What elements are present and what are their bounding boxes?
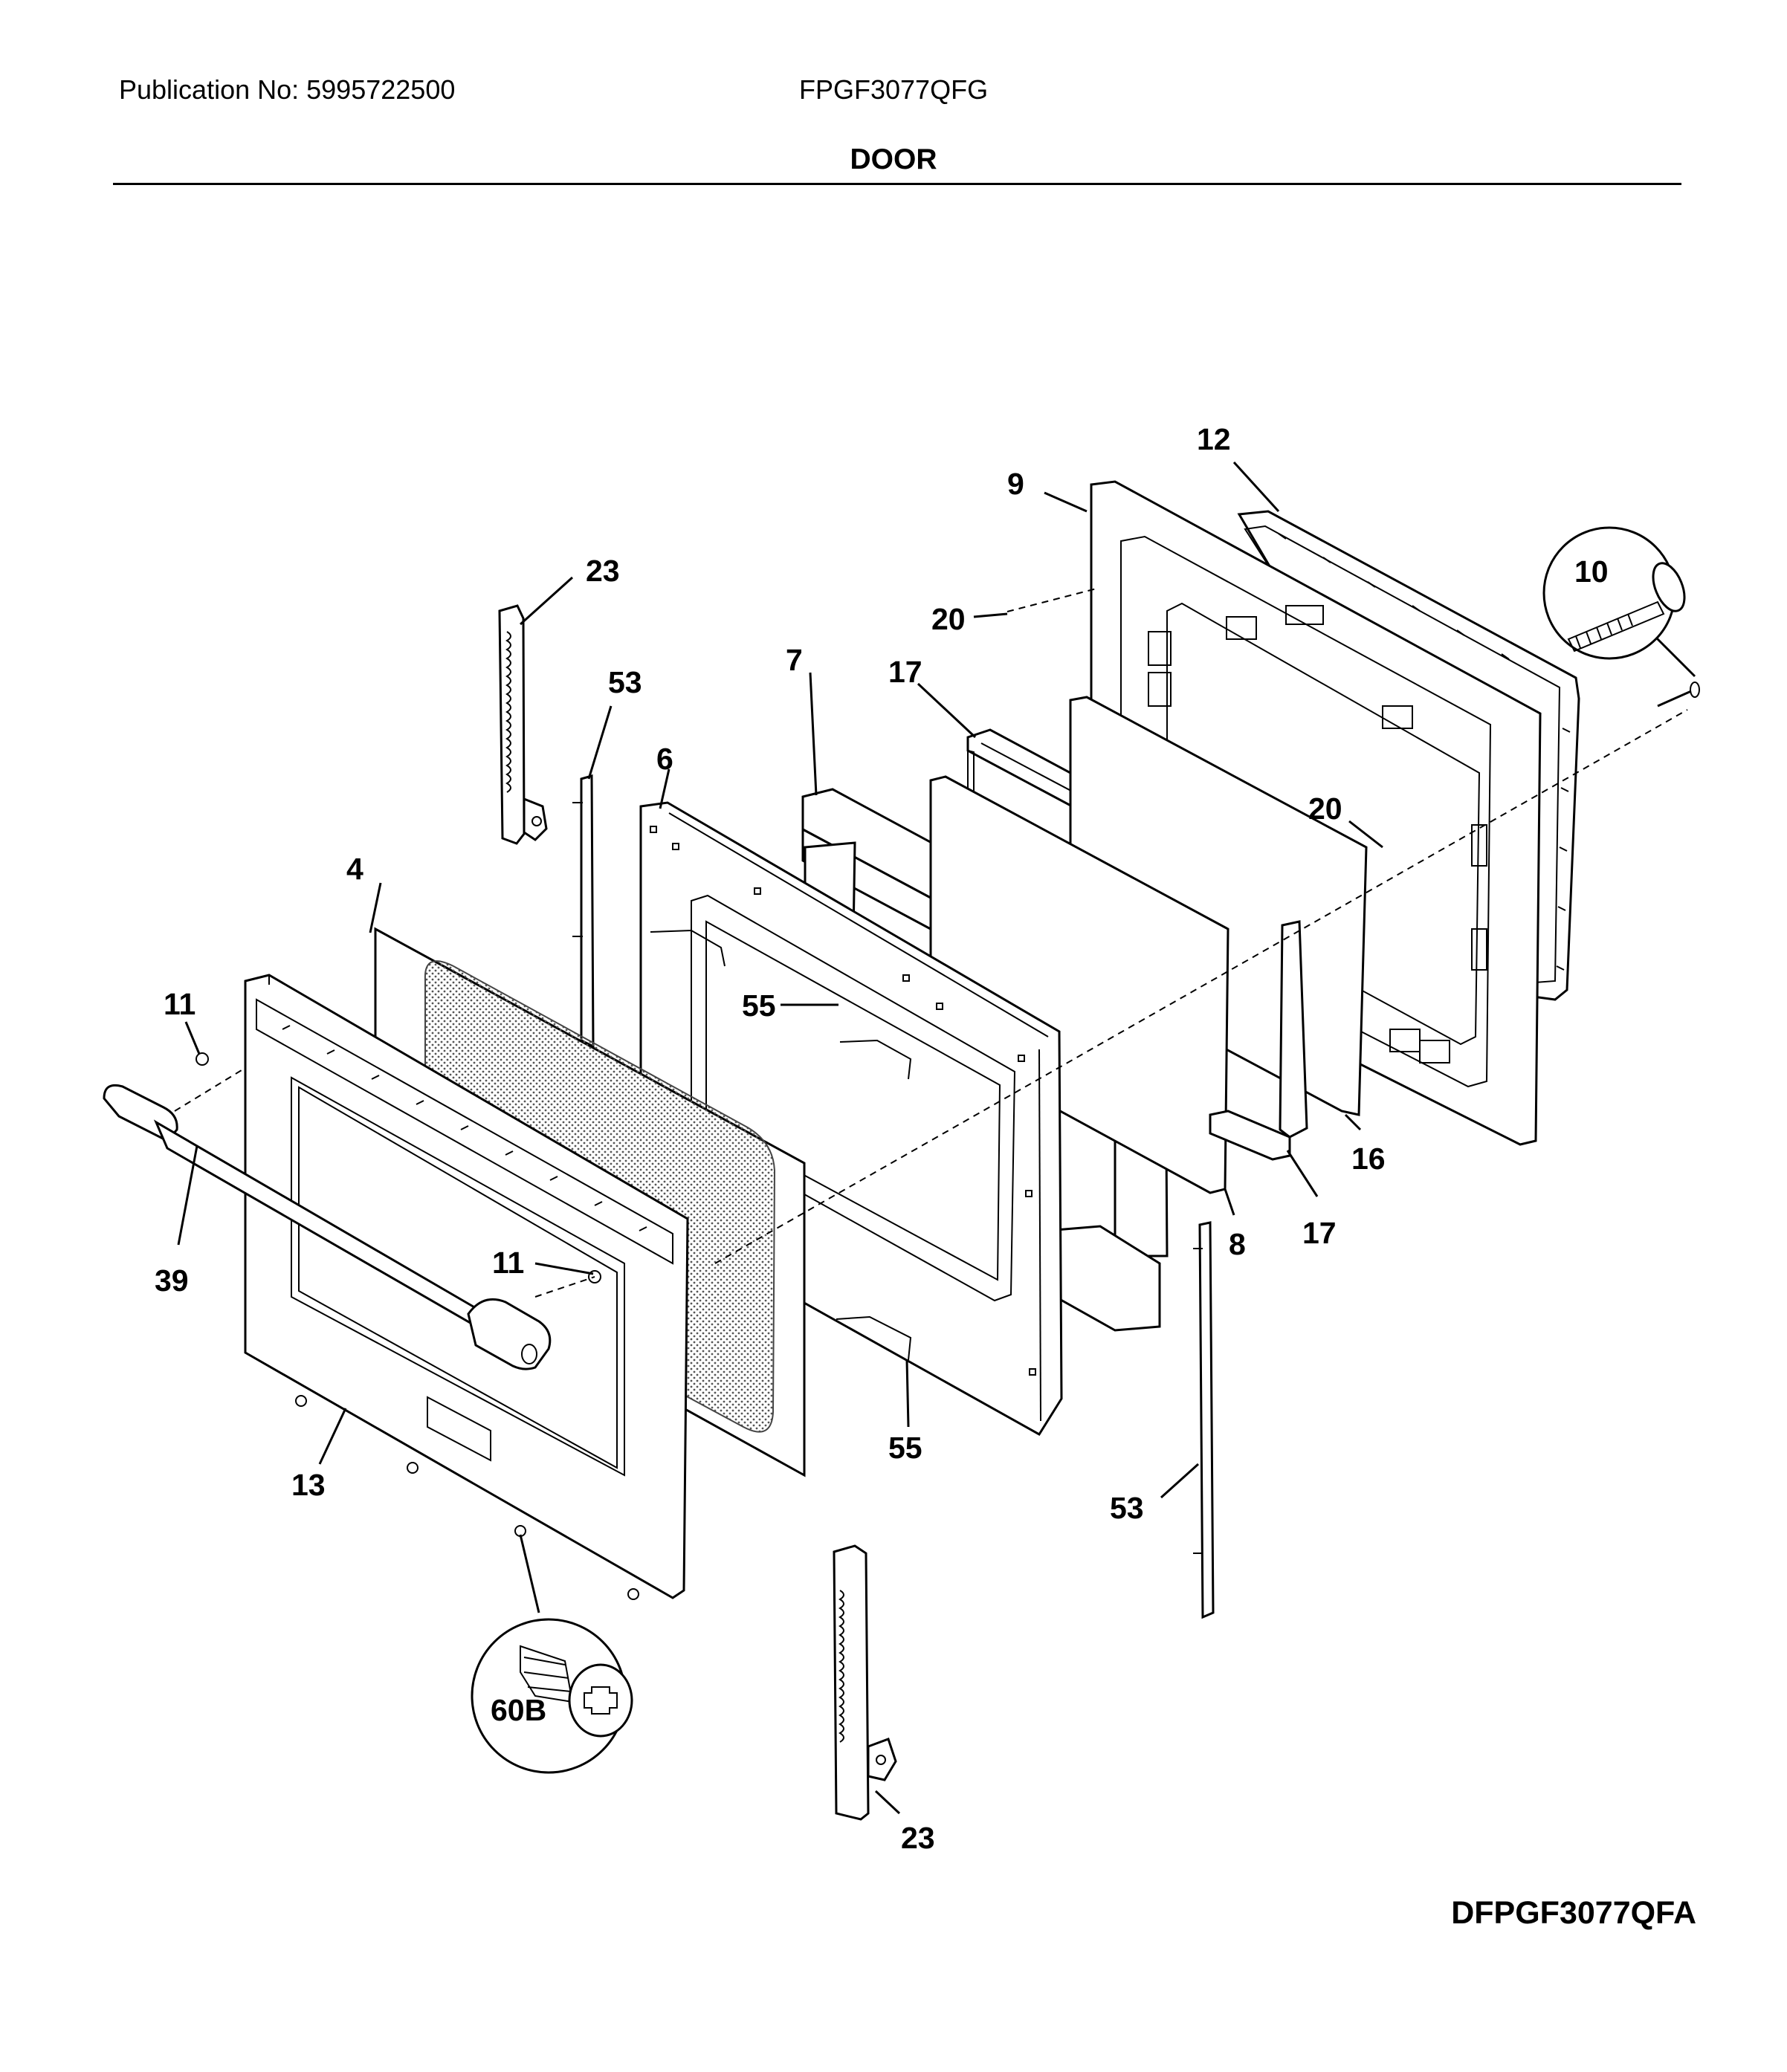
callout-9: 9 — [1007, 467, 1024, 501]
callout-55-bottom: 55 — [888, 1431, 922, 1465]
callout-60B: 60B — [491, 1693, 546, 1727]
door-clip-parts — [650, 929, 912, 1361]
page-title: DOOR — [850, 143, 937, 175]
callout-10: 10 — [1574, 554, 1609, 589]
top-side-trim-part — [572, 774, 595, 1049]
callout-39: 39 — [155, 1263, 189, 1298]
callout-20-right: 20 — [1308, 791, 1342, 826]
callout-17-top: 17 — [888, 655, 922, 689]
callout-13: 13 — [291, 1468, 326, 1502]
publication-number: Publication No: 5995722500 — [119, 74, 456, 105]
top-hinge-part — [498, 604, 548, 845]
callout-6: 6 — [656, 742, 673, 776]
callout-17-bottom: 17 — [1302, 1216, 1337, 1250]
callout-23-bottom: 23 — [901, 1821, 935, 1855]
callout-8: 8 — [1229, 1227, 1246, 1261]
outer-door-panel-part — [244, 974, 689, 1600]
screw-detail-callout — [1542, 526, 1700, 708]
leader-lines — [177, 461, 1383, 1815]
callout-20-top: 20 — [931, 602, 966, 636]
handle-screw-parts — [195, 1052, 601, 1283]
callout-53-top: 53 — [608, 665, 642, 699]
callout-53-bottom: 53 — [1110, 1491, 1144, 1525]
callout-55-mid: 55 — [742, 988, 776, 1023]
callout-16: 16 — [1351, 1142, 1386, 1176]
door-handle-part — [103, 1084, 552, 1370]
callout-11-handle: 11 — [492, 1246, 524, 1280]
callout-labels: 12 9 10 23 20 53 7 17 6 20 4 11 55 16 39… — [155, 422, 1609, 1855]
callout-23-top: 23 — [586, 554, 620, 588]
bottom-side-trim-part — [1193, 1221, 1215, 1619]
callout-7: 7 — [786, 643, 803, 677]
header-divider — [113, 183, 1681, 185]
glass-channel-bottom-part — [1209, 920, 1308, 1161]
screw-60b-detail-callout — [471, 1534, 633, 1774]
diagram-id: DFPGF3077QFA — [1451, 1895, 1696, 1931]
bottom-hinge-part — [833, 1544, 897, 1821]
callout-11-left: 11 — [164, 987, 195, 1021]
callout-12: 12 — [1197, 422, 1231, 456]
model-number: FPGF3077QFG — [799, 74, 989, 105]
callout-4: 4 — [346, 852, 363, 886]
